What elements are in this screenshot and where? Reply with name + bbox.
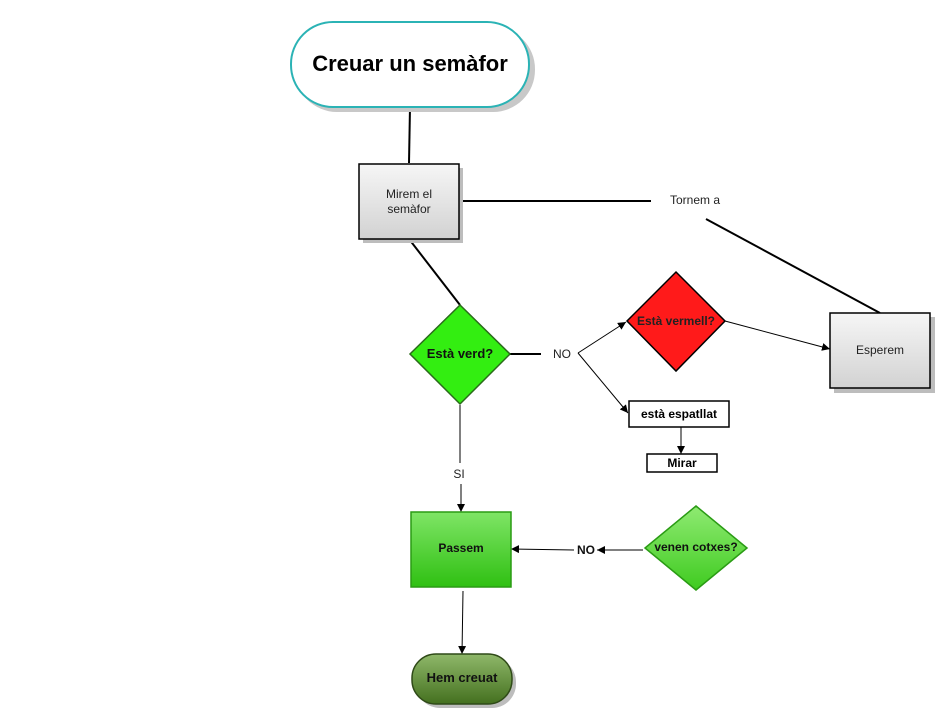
green-yes-label: SI — [453, 467, 464, 481]
look-label-line2: semàfor — [387, 202, 430, 216]
is-green-label: Està verd? — [427, 346, 494, 361]
edge-no-to-pass — [510, 545, 575, 554]
check-box[interactable]: Mirar — [646, 453, 718, 473]
edge-no-to-broken — [577, 352, 629, 414]
edge-retry-to-wait — [705, 218, 881, 314]
edge-no-to-red — [577, 321, 627, 354]
broken-label: està espatllat — [641, 407, 717, 421]
edge-look-to-green — [408, 238, 461, 306]
green-no-label: NO — [553, 347, 571, 361]
is-green-decision[interactable]: Està verd? — [408, 303, 512, 406]
start-label: Creuar un semàfor — [312, 51, 508, 76]
check-label: Mirar — [667, 456, 697, 470]
cars-label: venen cotxes? — [654, 540, 737, 554]
wait-box[interactable]: Esperem — [829, 312, 935, 393]
look-at-light-box[interactable]: Mirem el semàfor — [358, 163, 463, 243]
cars-coming-decision[interactable]: venen cotxes? — [643, 505, 749, 591]
broken-box[interactable]: està espatllat — [628, 400, 730, 428]
end-terminator[interactable]: Hem creuat — [411, 653, 516, 708]
pass-label: Passem — [438, 541, 483, 555]
wait-label: Esperem — [856, 343, 904, 357]
edge-start-to-look — [408, 106, 411, 164]
edge-pass-to-end — [458, 590, 467, 655]
pass-box[interactable]: Passem — [410, 511, 512, 588]
retry-edge-label: Tornem a — [670, 193, 720, 207]
cars-no-label: NO — [577, 543, 595, 557]
is-red-decision[interactable]: Està vermell? — [625, 270, 727, 373]
is-red-label: Està vermell? — [637, 314, 715, 328]
end-label: Hem creuat — [427, 670, 498, 685]
start-terminator[interactable]: Creuar un semàfor — [290, 21, 535, 112]
edge-red-to-wait — [724, 320, 831, 351]
look-label-line1: Mirem el — [386, 187, 432, 201]
